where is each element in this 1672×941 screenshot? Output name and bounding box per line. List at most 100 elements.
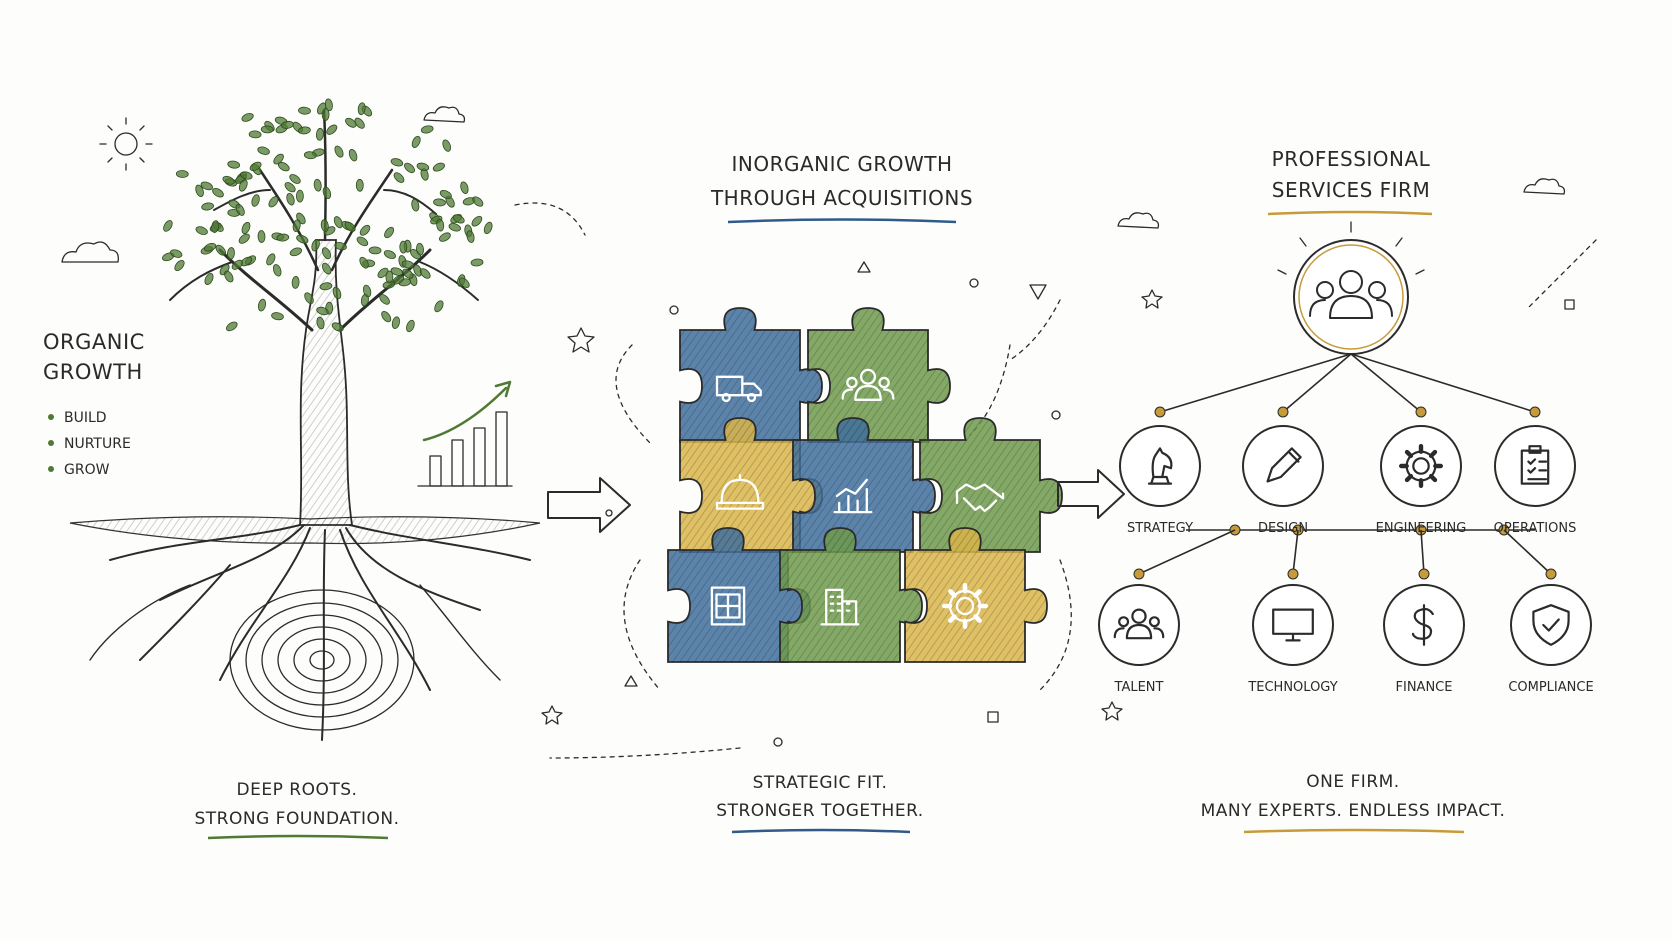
leaf xyxy=(281,120,294,129)
department-node: DESIGN xyxy=(1242,425,1324,536)
puzzle-piece xyxy=(792,417,936,553)
leaf xyxy=(227,160,241,169)
leaf xyxy=(362,284,372,298)
organic-bullet-list: BUILD NURTURE GROW xyxy=(48,410,131,478)
leaf xyxy=(345,117,357,128)
puzzle-piece xyxy=(679,417,823,553)
leaf xyxy=(334,145,344,158)
inorganic-title-underline xyxy=(727,218,957,224)
leaf xyxy=(385,270,394,284)
people-icon xyxy=(1113,608,1165,640)
leaf xyxy=(355,178,364,192)
leaf xyxy=(331,322,344,332)
leaf xyxy=(224,270,234,283)
leaf xyxy=(470,258,484,267)
tree-roots xyxy=(89,524,531,741)
leaf xyxy=(215,244,226,256)
leaf xyxy=(416,242,424,256)
ground xyxy=(69,516,541,545)
leaf xyxy=(348,149,358,162)
leaf xyxy=(411,135,421,148)
leaf xyxy=(460,181,469,194)
monitor-icon xyxy=(1272,608,1314,642)
department-node: ENGINEERING xyxy=(1376,425,1467,536)
hub-rays xyxy=(1277,221,1425,275)
connector-node xyxy=(1287,568,1299,580)
leaf xyxy=(316,316,325,330)
connector-node xyxy=(1545,568,1557,580)
leaf xyxy=(406,319,415,333)
leaf xyxy=(238,179,248,192)
leaf xyxy=(241,221,251,235)
organic-caption-line1: DEEP ROOTS. xyxy=(237,780,358,800)
gear-icon xyxy=(942,583,988,629)
department-node: OPERATIONS xyxy=(1494,425,1576,536)
leaf xyxy=(248,130,262,139)
inorganic-title-line2: THROUGH ACQUISITIONS xyxy=(710,186,973,210)
leaf xyxy=(483,221,493,235)
leaf xyxy=(175,170,189,178)
leaf xyxy=(322,186,332,200)
leaf xyxy=(384,226,395,239)
organic-panel: ORGANIC GROWTH BUILD NURTURE GROW xyxy=(43,98,541,840)
leaf xyxy=(203,243,217,252)
leaf xyxy=(266,253,276,266)
leaf xyxy=(383,250,396,259)
doodle-decorations xyxy=(541,178,1597,747)
leaf xyxy=(200,181,213,191)
department-label: ENGINEERING xyxy=(1376,521,1467,536)
sun-icon xyxy=(99,117,153,171)
leaf xyxy=(344,221,356,232)
connector-node xyxy=(1529,406,1541,418)
leaf xyxy=(433,198,446,207)
leaf xyxy=(319,282,333,291)
leaf xyxy=(317,102,327,115)
organic-bullet: GROW xyxy=(64,462,110,478)
leaf xyxy=(231,259,243,270)
leaf xyxy=(379,294,390,305)
leaf xyxy=(401,260,415,269)
leaf xyxy=(298,106,311,115)
leaf xyxy=(303,151,317,160)
puzzle-piece xyxy=(904,527,1048,663)
firm-caption-line1: ONE FIRM. xyxy=(1306,772,1399,792)
leaf xyxy=(390,158,404,167)
firm-caption-underline xyxy=(1243,828,1465,834)
leaf xyxy=(315,127,324,141)
gear-icon xyxy=(1398,443,1444,489)
leaf xyxy=(311,238,320,252)
leaf xyxy=(393,172,405,183)
firm-title-line1: PROFESSIONAL xyxy=(1272,147,1431,171)
leaf xyxy=(411,198,420,212)
leaf xyxy=(377,267,389,279)
arrow-right-icon xyxy=(547,477,631,533)
organic-title-line2: GROWTH xyxy=(43,360,143,384)
inorganic-title-line1: INORGANIC GROWTH xyxy=(731,152,952,176)
firm-caption-line2: MANY EXPERTS. ENDLESS IMPACT. xyxy=(1201,801,1506,821)
leaf xyxy=(240,171,253,180)
leaf xyxy=(442,139,452,152)
inorganic-caption-underline xyxy=(731,828,911,834)
leaf xyxy=(251,194,260,207)
leaf xyxy=(271,312,284,321)
puzzle-cluster xyxy=(667,307,1063,663)
puzzle-piece xyxy=(667,527,811,663)
leaf xyxy=(268,196,279,208)
leaf xyxy=(211,220,220,233)
leaf xyxy=(321,262,332,275)
leaf xyxy=(286,192,295,206)
connector-node xyxy=(1415,406,1427,418)
leaf xyxy=(439,232,451,242)
blueprint-icon xyxy=(710,586,746,626)
leaf xyxy=(466,230,475,243)
leaf xyxy=(439,189,452,200)
leaf xyxy=(195,226,208,235)
leaf xyxy=(273,153,284,165)
chess-knight-icon xyxy=(1147,447,1173,485)
hard-hat-icon xyxy=(715,474,765,510)
department-node: FINANCE xyxy=(1383,584,1465,695)
leaf xyxy=(419,268,431,279)
leaf xyxy=(226,321,238,332)
leaf xyxy=(292,219,301,233)
